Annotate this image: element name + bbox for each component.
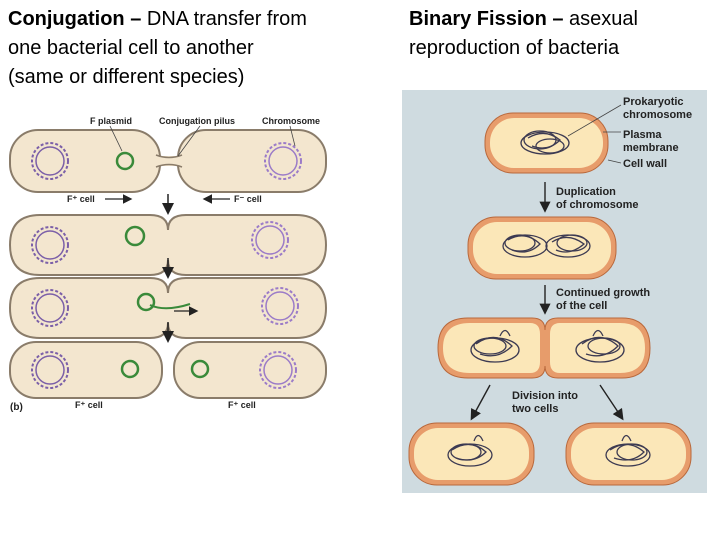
binary-fission-title: Binary Fission – (409, 8, 564, 30)
f-plasmid-label: F plasmid (90, 116, 132, 126)
fplus-cell-label: F⁺ cell (67, 194, 95, 204)
division-label-1: Division into (512, 390, 578, 402)
new-fplus-cell (173, 341, 327, 399)
prokaryotic-label-1: Prokaryotic (623, 96, 684, 108)
separating-chromosomes (470, 329, 625, 363)
plasma-membrane (490, 118, 603, 168)
fplus-cell-label: F⁺ cell (228, 400, 256, 410)
recipient-cell (177, 129, 327, 193)
conjugation-description: DNA transfer from one bacterial cell to … (8, 8, 307, 88)
fplus-cell-label: F⁺ cell (75, 400, 103, 410)
pilus-outline (155, 154, 183, 168)
growth-label-1: Continued growth (556, 287, 650, 299)
daughter-membrane (414, 428, 529, 480)
conjugation-row-1 (9, 129, 327, 193)
plasma-membrane (443, 323, 645, 373)
duplication-label-1: Duplication (556, 186, 616, 198)
step-arrow (470, 384, 491, 421)
binary-fission-heading: Binary Fission – asexual reproduction of… (409, 5, 709, 63)
daughter-chromosomes (447, 434, 651, 467)
mating-pair (8, 214, 328, 276)
f-plasmid (124, 225, 146, 247)
plasma-label-1: Plasma (623, 129, 662, 141)
panel-label: (b) (10, 402, 23, 413)
conjugation-heading: Conjugation – DNA transfer from one bact… (8, 5, 353, 92)
donor-chromosome (31, 142, 69, 180)
binary-fission-description: asexual reproduction of bacteria (409, 8, 638, 59)
cell-wall-label: Cell wall (623, 158, 667, 170)
fminus-cell-label: F⁻ cell (234, 194, 262, 204)
prokaryotic-chromosome (520, 130, 570, 155)
duplication-label-2: of chromosome (556, 199, 639, 211)
prokaryotic-label-2: chromosome (623, 109, 692, 121)
plasma-label-2: membrane (623, 142, 679, 154)
chromosome-label: Chromosome (262, 116, 320, 126)
recipient-chromosome (264, 142, 302, 180)
f-plasmid (120, 359, 140, 379)
conjugation-pilus (156, 156, 182, 166)
step-arrow (599, 384, 624, 421)
conjugation-row-2 (8, 214, 328, 276)
division-label-2: two cells (512, 403, 558, 415)
binary-fission-diagram: Prokaryotic chromosome Plasma membrane C… (402, 90, 707, 493)
transferring-dna (149, 303, 191, 310)
conjugation-row-4 (9, 341, 327, 399)
conjugation-title: Conjugation – (8, 8, 142, 30)
daughter-membrane (571, 428, 686, 480)
f-plasmid (136, 292, 156, 312)
conjugation-pilus-label: Conjugation pilus (159, 116, 235, 126)
conjugation-diagram: F plasmid Conjugation pilus Chromosome F… (8, 116, 328, 413)
f-plasmid (115, 151, 135, 171)
growth-label-2: of the cell (556, 300, 607, 312)
duplicated-chromosome (502, 234, 591, 258)
f-plasmid (190, 359, 210, 379)
conjugation-row-3 (8, 277, 328, 339)
